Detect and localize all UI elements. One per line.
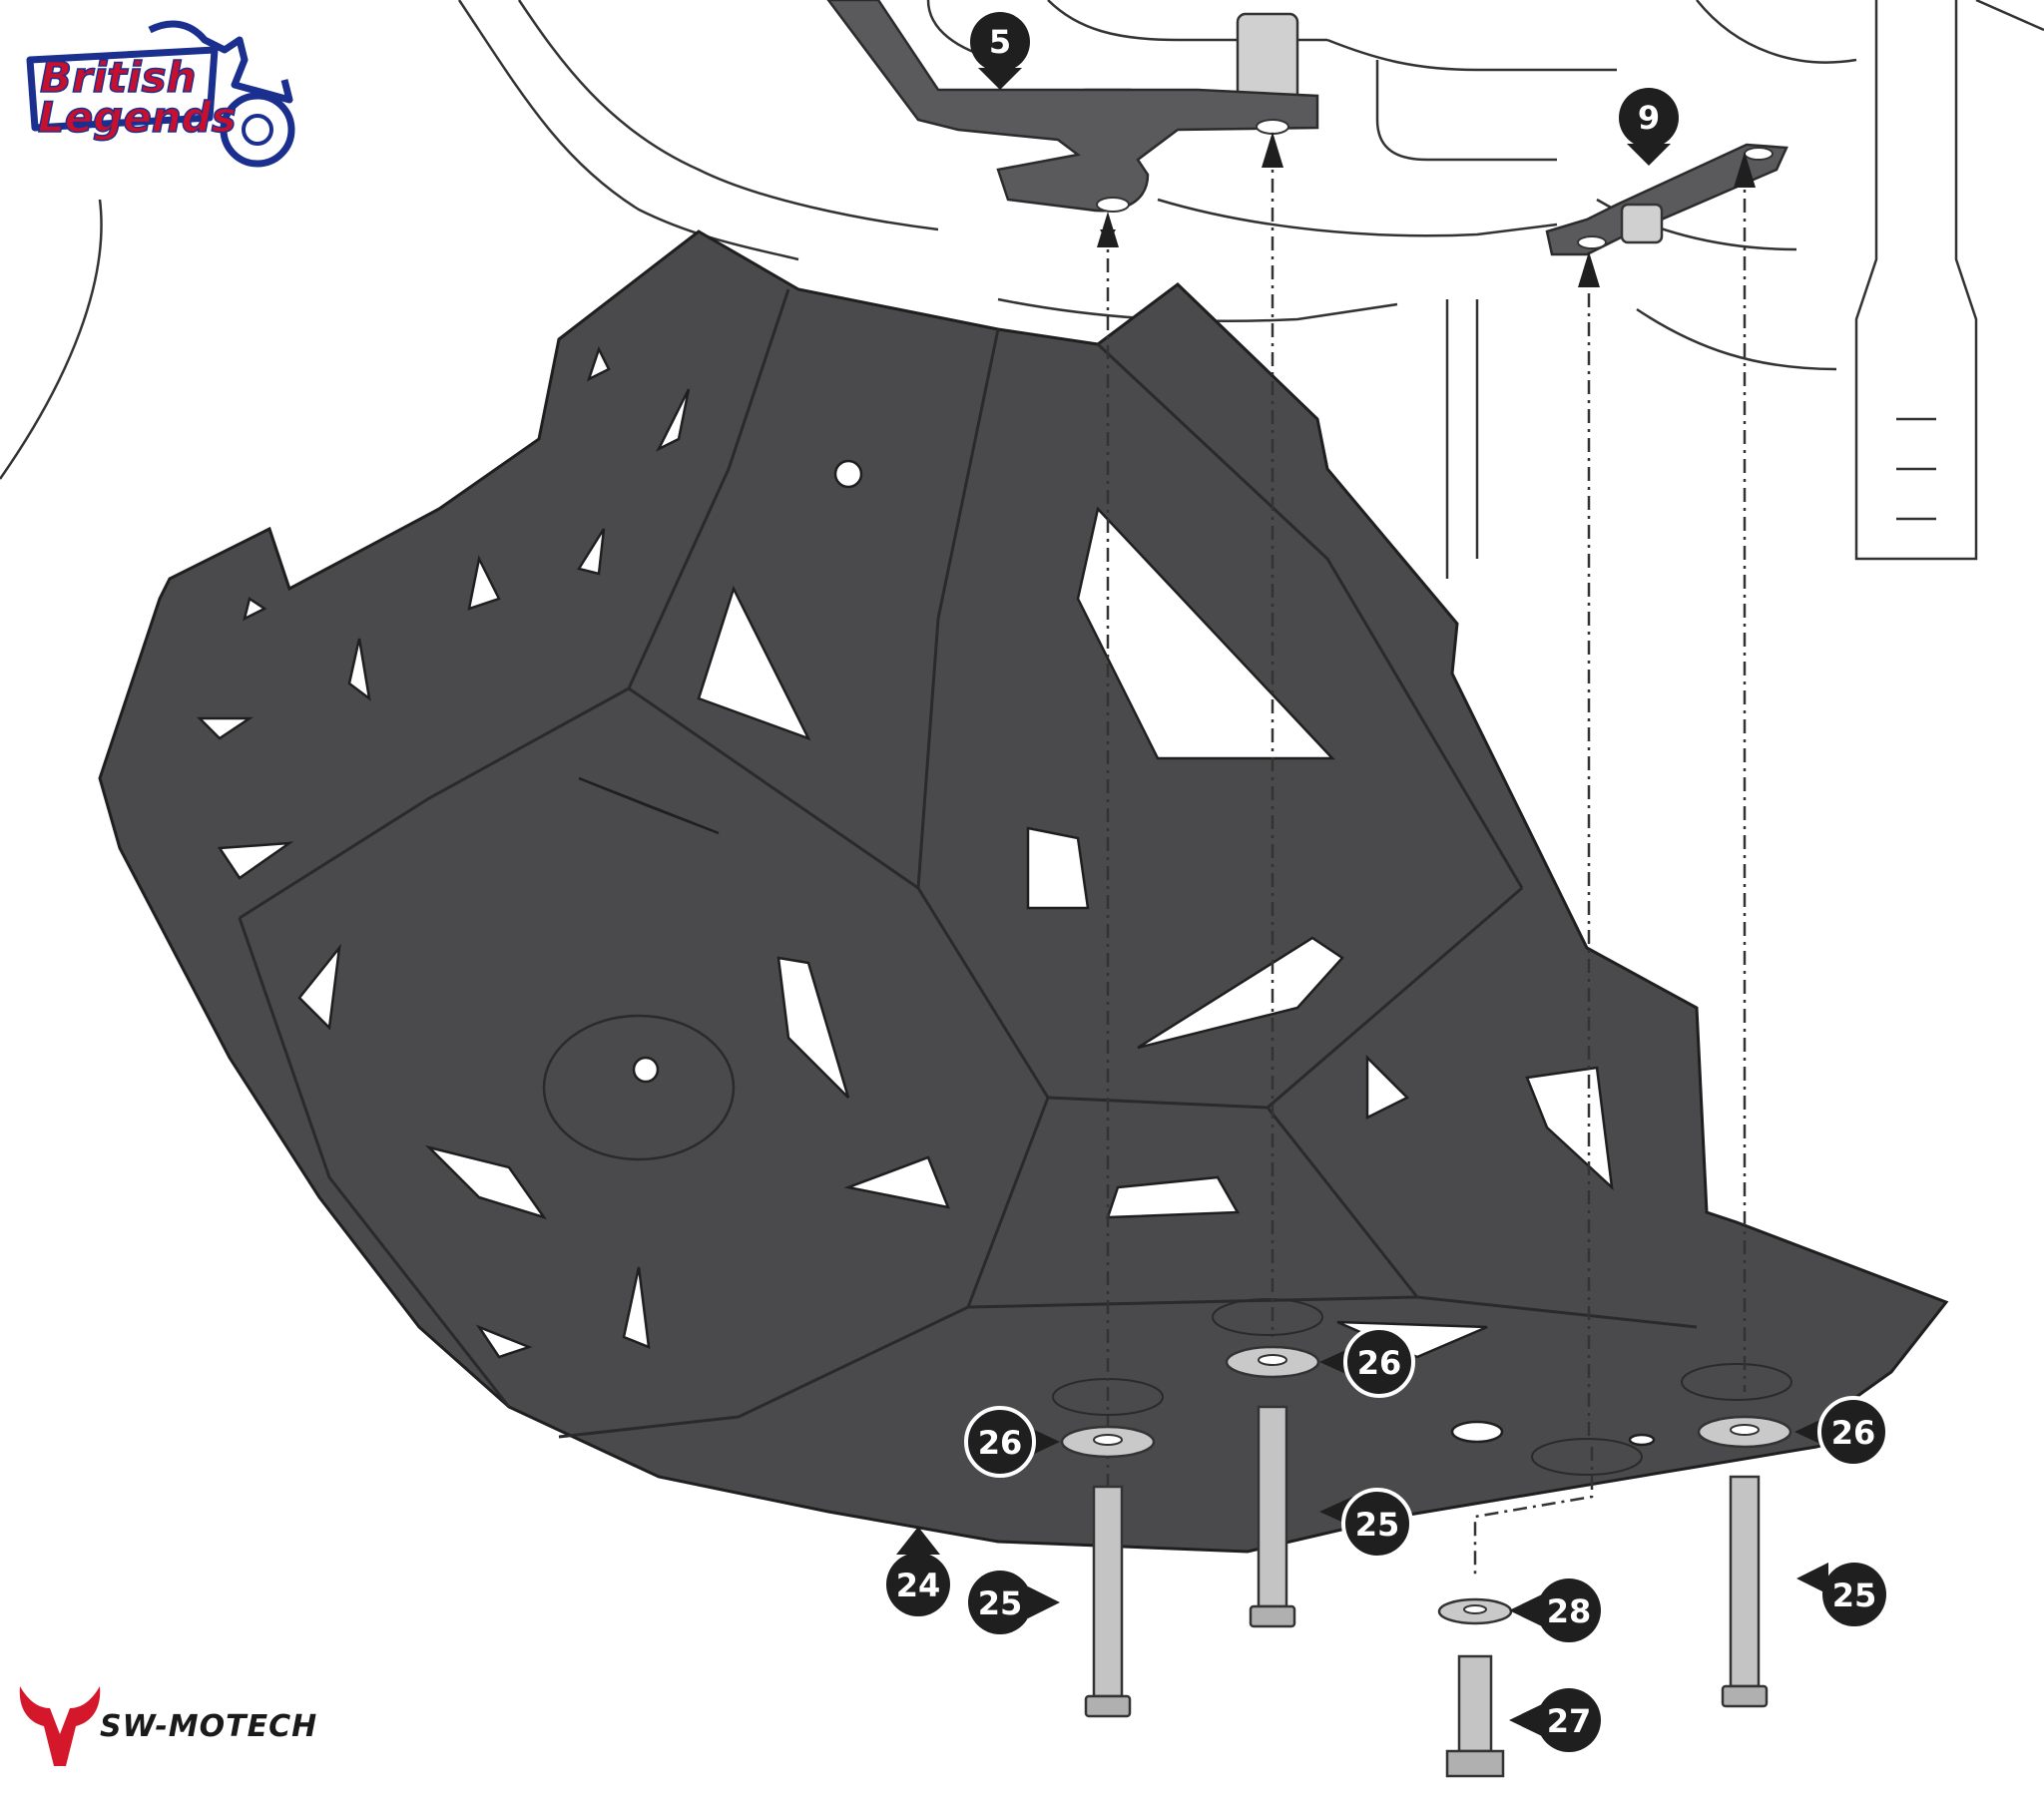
callout-26-center: 26 [1319,1326,1415,1398]
callout-28: 28 [1509,1578,1601,1642]
washer-28 [1437,1597,1513,1625]
callout-26-right: 26 [1794,1396,1889,1468]
sw-motech-horns-icon [19,1686,101,1766]
bolt-25-right [1721,1475,1769,1708]
callout-24: 24 [886,1527,950,1616]
bracket-5 [826,0,1319,213]
callout-5: 5 [970,12,1030,90]
bolts [1084,1405,1769,1778]
logo-line2: Legends [38,93,237,142]
callout-label: 5 [989,23,1011,61]
callout-label: 28 [1547,1592,1592,1630]
guide-arrows [1097,132,1756,287]
washer-26-right [1697,1415,1792,1449]
washers [1060,1345,1792,1625]
callout-label: 26 [1357,1344,1402,1382]
callout-label: 27 [1547,1702,1592,1740]
callout-label: 25 [1832,1577,1877,1614]
bracket-9 [1545,143,1788,256]
callout-26-left: 26 [964,1406,1060,1478]
callout-25-left: 25 [968,1571,1060,1634]
logo-line1: British [40,53,197,102]
bolt-25-left [1084,1485,1132,1718]
callout-25-right: 25 [1796,1563,1886,1626]
callout-label: 26 [1831,1414,1876,1452]
callout-label: 25 [978,1584,1023,1622]
callout-label: 9 [1638,99,1660,137]
assembly-guide-lines [1106,150,1747,1577]
bolt-27 [1445,1654,1505,1778]
brand-name: SW-MOTECH [100,1709,317,1744]
washer-26-left [1060,1425,1156,1459]
skid-plate-24 [98,229,1949,1554]
callout-label: 24 [896,1567,941,1604]
callout-label: 25 [1355,1506,1400,1544]
sw-motech-logo: SW-MOTECH [19,1686,317,1766]
washer-26-center [1225,1345,1320,1379]
part-callouts: 5 9 24 25 25 25 [886,12,1889,1752]
british-legends-logo: British Legends [26,20,295,168]
callout-label: 26 [978,1424,1023,1462]
callout-27: 27 [1509,1688,1601,1752]
callout-25-center: 25 [1319,1488,1413,1560]
motorcycle-frame-outline [0,0,2044,579]
callout-9: 9 [1619,88,1679,166]
bolt-25-center [1249,1405,1296,1628]
